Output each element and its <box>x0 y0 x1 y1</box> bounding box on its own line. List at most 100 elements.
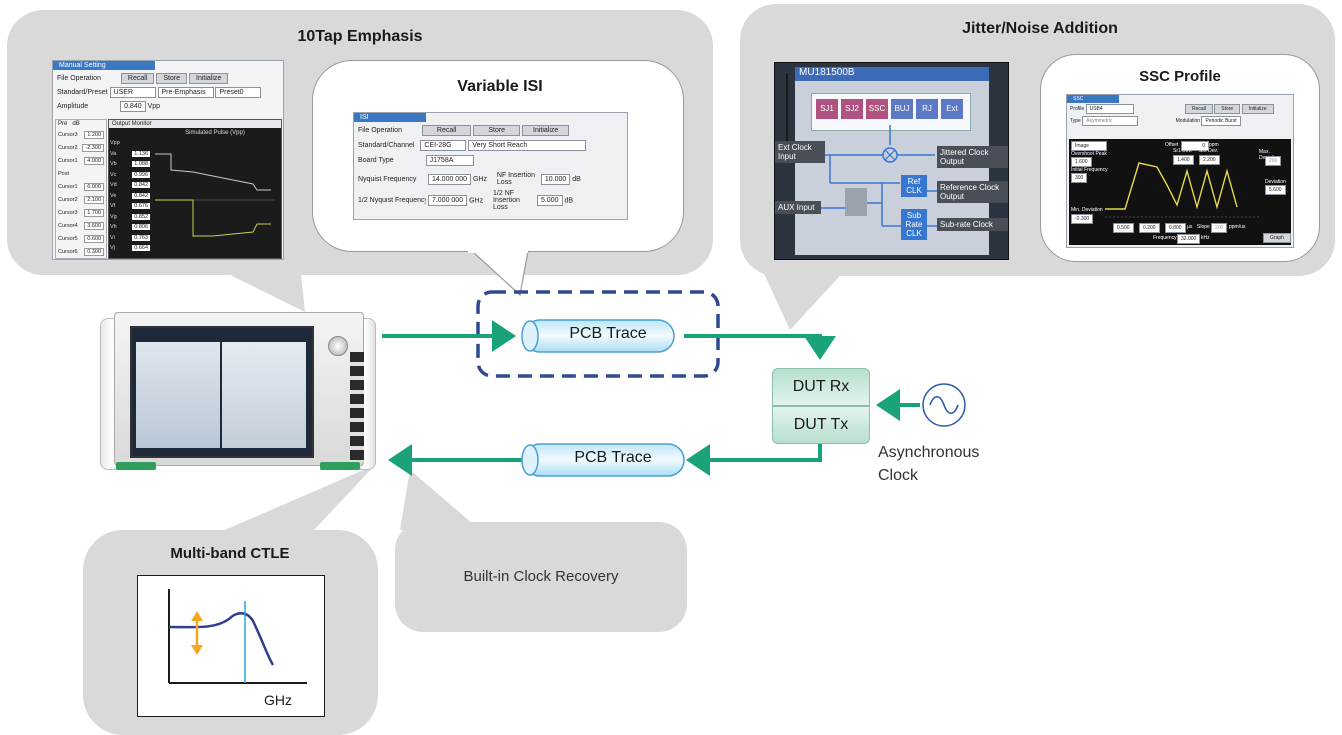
ctle-bubble-tail <box>190 465 375 545</box>
ssc-dev1-label: Sr1 Dev. <box>1173 148 1193 154</box>
ssc-title: SSC Profile <box>1139 68 1221 85</box>
standard-select[interactable]: USER <box>109 87 156 98</box>
signal-to-dut-arrow <box>684 334 836 360</box>
jitter-rj-button[interactable]: RJ <box>916 99 938 119</box>
isi-title: Variable ISI <box>457 78 543 95</box>
cursor-value[interactable]: 3.600 <box>84 221 104 230</box>
ssc-type-label: Type <box>1070 118 1081 124</box>
monitor-name: Vd <box>110 182 117 189</box>
monitor-name: Vpp <box>110 140 120 147</box>
cursor-row: Cursor2-2.300 <box>56 141 106 154</box>
jitter-buj-button[interactable]: BUJ <box>891 99 913 119</box>
ssc-overshoot-input[interactable]: 1.600 <box>1071 157 1092 167</box>
jitter-sj1-button[interactable]: SJ1 <box>816 99 838 119</box>
ssc-recall-button[interactable]: Recall <box>1184 104 1213 114</box>
emphasis-bubble-tail <box>210 265 305 312</box>
ssc-type-select[interactable]: Asymmetric <box>1082 116 1139 126</box>
half-nf-loss-input[interactable]: 5.000 <box>536 195 563 207</box>
ssc-max-dev-input[interactable]: 200 <box>1265 156 1282 166</box>
ssc-modulation-label: Modulation <box>1175 118 1201 124</box>
instrument-knob[interactable] <box>328 336 348 356</box>
mode-select[interactable]: Pre-Emphasis <box>157 87 214 98</box>
emphasis-screen: Manual Setting File Operation Recall Sto… <box>52 60 284 260</box>
ssc-profile-select[interactable]: USB4 <box>1085 104 1134 114</box>
half-nf-loss-label: 1/2 NF Insertion Loss <box>493 190 520 211</box>
cursor-value[interactable]: 1.700 <box>84 208 104 217</box>
ssc-t1-input[interactable]: 0.500 <box>1113 223 1134 233</box>
pcb-trace-top-shape <box>521 319 675 353</box>
amplitude-input[interactable]: 0.840 <box>120 101 146 112</box>
monitor-name: Va <box>110 150 117 157</box>
ssc-dev2-input[interactable]: 2.200 <box>1199 155 1220 165</box>
monitor-value: 0.763 <box>132 234 150 241</box>
ssc-frequency-input[interactable]: 32.000 <box>1177 234 1201 244</box>
dut-tx-label: DUT Tx <box>793 416 849 433</box>
ssc-deviation-input[interactable]: 5.600 <box>1265 185 1286 195</box>
half-nyquist-input[interactable]: 7.000 000 <box>427 195 468 207</box>
monitor-name: Vj <box>110 245 115 252</box>
ssc-frequency-label: Frequency <box>1153 235 1177 241</box>
jitter-ext-button[interactable]: Ext <box>941 99 963 119</box>
reference-clock-output: Reference Clock Output <box>937 181 1008 203</box>
ssc-slope-input[interactable]: 200 <box>1211 223 1228 233</box>
ssc-offset-input[interactable]: 0 <box>1181 141 1209 151</box>
monitor-name: Ve <box>110 192 117 199</box>
ssc-min-dev-input[interactable]: -0.300 <box>1071 214 1094 224</box>
ssc-initialize-button[interactable]: Initialize <box>1241 104 1274 114</box>
monitor-value: 0.996 <box>132 171 150 178</box>
ssc-dev1-input[interactable]: 1.400 <box>1173 155 1194 165</box>
monitor-name: Vg <box>110 213 117 220</box>
nf-loss-input[interactable]: 10.000 <box>540 173 571 185</box>
emphasis-title: 10Tap Emphasis <box>297 28 423 45</box>
cursor-value[interactable]: -2.300 <box>82 143 104 152</box>
isi-standard-select[interactable]: CEI-28G <box>420 140 467 151</box>
ssc-offset-label: Offset <box>1165 142 1179 148</box>
ssc-image-select[interactable]: Image <box>1071 141 1107 151</box>
monitor-row: Ve 0.842 <box>110 191 150 202</box>
instrument-screen-inner-left <box>136 342 220 448</box>
ssc-store-button[interactable]: Store <box>1214 104 1241 114</box>
ssc-t3-input[interactable]: 0.800 <box>1165 223 1186 233</box>
cursor-value[interactable]: 0.600 <box>84 234 104 243</box>
store-button[interactable]: Store <box>156 73 188 84</box>
instrument-ports <box>350 352 364 462</box>
jitter-ssc-button[interactable]: SSC <box>866 99 888 119</box>
ssc-screen: SSC Profile USB4 Recall Store Initialize… <box>1066 94 1294 248</box>
cursor-name: Post <box>58 170 70 177</box>
amplitude-label: Amplitude <box>57 103 89 110</box>
isi-store-button[interactable]: Store <box>473 125 521 136</box>
ssc-modulation-select[interactable]: Periodic Burst <box>1201 116 1241 126</box>
recall-button[interactable]: Recall <box>120 73 155 84</box>
instrument-screen-inner-right <box>222 342 306 448</box>
cursor-value[interactable]: 0.300 <box>84 247 104 256</box>
isi-recall-button[interactable]: Recall <box>421 125 472 136</box>
isi-standard-label: Standard/Channel <box>358 142 415 149</box>
initialize-button[interactable]: Initialize <box>189 73 229 84</box>
isi-file-op-label: File Operation <box>358 127 402 134</box>
monitor-value: 0.842 <box>132 192 150 199</box>
jittered-clock-output: Jittered Clock Output <box>937 146 1008 168</box>
isi-reach-select[interactable]: Very Short Reach <box>468 140 587 151</box>
async-clock-label-2: Clock <box>878 467 919 484</box>
isi-board-select[interactable]: J1758A <box>425 155 474 166</box>
ssc-header: SSC <box>1067 95 1119 103</box>
cursor-value[interactable]: 4.000 <box>84 156 104 165</box>
half-nyquist-label: 1/2 Nyquist Frequency <box>358 197 426 204</box>
cursor-value[interactable]: 1.200 <box>84 130 104 139</box>
nyquist-input[interactable]: 14.000 000 <box>427 173 471 185</box>
ssc-graph-button[interactable]: Graph <box>1263 233 1291 243</box>
isi-initialize-button[interactable]: Initialize <box>522 125 570 136</box>
jitter-sj2-button[interactable]: SJ2 <box>841 99 863 119</box>
cdr-bubble-tail <box>400 470 480 530</box>
cursor-name: Cursor6 <box>58 248 78 255</box>
ssc-t2-input[interactable]: 0.200 <box>1139 223 1160 233</box>
preset-select[interactable]: Preset0 <box>215 87 262 98</box>
ssc-initial-freq-input[interactable]: 300 <box>1071 173 1088 183</box>
cursor-value[interactable]: 6.000 <box>84 182 104 191</box>
cursor-value[interactable]: 2.100 <box>84 195 104 204</box>
